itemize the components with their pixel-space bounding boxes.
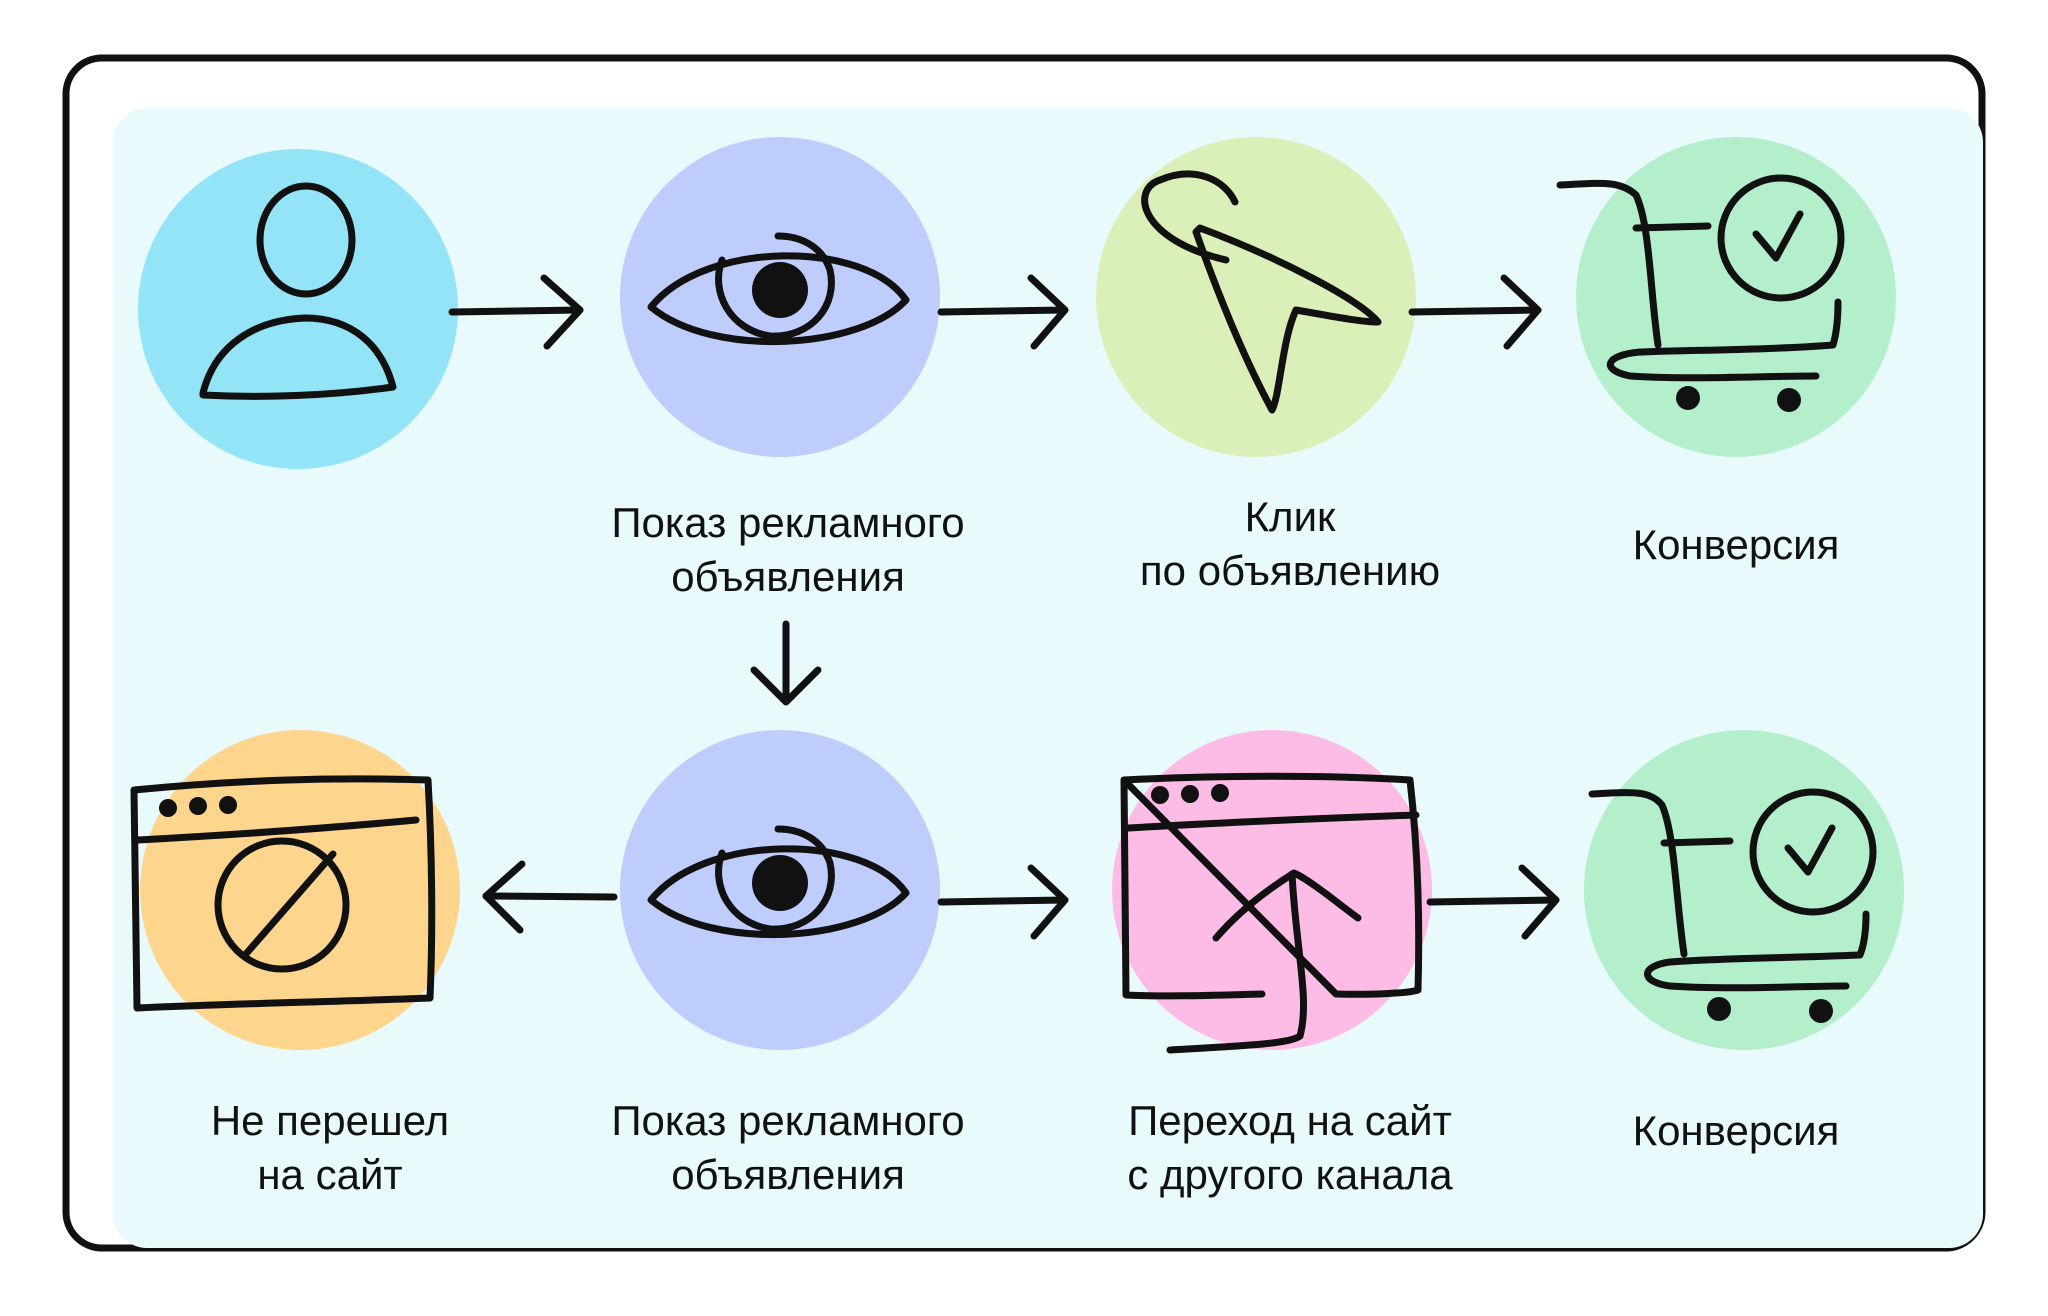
browser-arrow-icon	[1120, 772, 1423, 1054]
arrow-click-to-conversion	[1408, 274, 1542, 350]
other-channel-label: Переход на сайт с другого канала	[1127, 1097, 1453, 1198]
arrow-other-channel-to-conversion	[1426, 864, 1560, 940]
user-icon	[199, 182, 397, 400]
browser-blocked-icon	[130, 775, 436, 1012]
ad-show-1-label: Показ рекламного объявления	[611, 499, 965, 600]
arrow-ad-show-down	[750, 620, 822, 706]
not-visited-label: Не перешел на сайт	[210, 1097, 450, 1198]
user-circle	[138, 149, 458, 469]
ad-show-2-label: Показ рекламного объявления	[611, 1097, 965, 1198]
conversion-1-label: Конверсия	[1632, 521, 1840, 568]
cart-check-icon	[1588, 788, 1877, 1023]
diagram-panel	[113, 108, 1983, 1248]
arrow-ad-show-to-not-visited	[482, 860, 618, 934]
arrow-ad-show-to-other-channel	[937, 864, 1069, 940]
ad-click-label: Клик по объявлению	[1139, 493, 1441, 594]
arrow-ad-show-to-click	[937, 274, 1069, 350]
conversion-2-label: Конверсия	[1632, 1107, 1840, 1154]
ad-click-circle	[1096, 137, 1416, 457]
eye-icon	[647, 825, 910, 939]
cart-check-icon	[1556, 174, 1845, 412]
arrow-user-to-ad-show	[448, 274, 584, 350]
eye-icon	[647, 232, 910, 346]
cursor-click-icon	[1141, 170, 1382, 414]
